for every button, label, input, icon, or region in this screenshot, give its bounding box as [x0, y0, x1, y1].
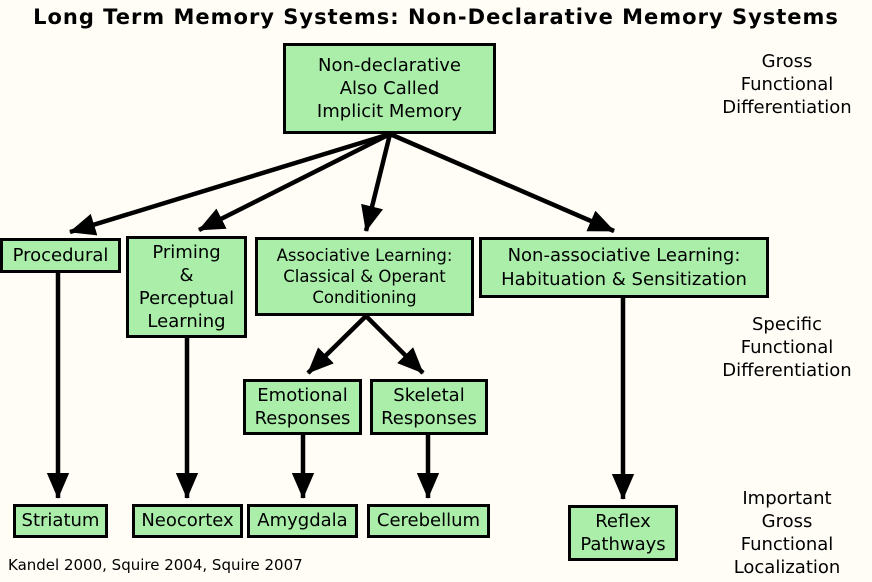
node-emotional-responses: Emotional Responses: [243, 379, 362, 435]
edge-associative-emotional: [306, 314, 368, 375]
node-procedural: Procedural: [0, 238, 121, 273]
slide-title: Long Term Memory Systems: Non-Declarativ…: [33, 5, 839, 29]
label-specific-functional-differentiation: Specific Functional Differentiation: [722, 314, 852, 381]
node-procedural-label: Procedural: [12, 244, 109, 266]
node-cerebellum: Cerebellum: [367, 504, 490, 538]
node-non-associative-learning: Non-associative Learning: Habituation & …: [479, 237, 769, 298]
node-priming-perceptual-learning: Priming & Perceptual Learning: [126, 236, 247, 338]
node-striatum: Striatum: [13, 504, 108, 538]
label-important-gross-functional-localization: Important Gross Functional Localization: [733, 488, 841, 578]
node-priming-label: Priming & Perceptual Learning: [138, 241, 235, 333]
edge-root-associative: [361, 133, 393, 232]
node-neocortex: Neocortex: [132, 504, 243, 538]
node-skeletal-label: Skeletal Responses: [381, 384, 477, 429]
node-non-declarative: Non-declarative Also Called Implicit Mem…: [283, 43, 496, 134]
label-gross-functional-differentiation: Gross Functional Differentiation: [722, 51, 852, 118]
node-reflex-label: Reflex Pathways: [580, 510, 666, 555]
node-cerebellum-label: Cerebellum: [376, 510, 481, 532]
node-nonassociative-label: Non-associative Learning: Habituation & …: [501, 245, 747, 290]
edge-associative-skeletal: [364, 314, 425, 375]
node-associative-label: Associative Learning: Classical & Operan…: [276, 245, 453, 308]
node-associative-learning: Associative Learning: Classical & Operan…: [255, 237, 474, 316]
node-non-declarative-label: Non-declarative Also Called Implicit Mem…: [316, 54, 463, 123]
edge-root-procedural: [69, 131, 391, 236]
node-neocortex-label: Neocortex: [141, 510, 234, 532]
node-skeletal-responses: Skeletal Responses: [370, 379, 488, 435]
edge-root-priming: [197, 131, 392, 233]
node-amygdala-label: Amygdala: [257, 510, 348, 532]
node-reflex-pathways: Reflex Pathways: [568, 505, 678, 561]
node-striatum-label: Striatum: [21, 510, 100, 532]
node-amygdala: Amygdala: [247, 504, 358, 538]
citation-text: Kandel 2000, Squire 2004, Squire 2007: [8, 556, 303, 574]
node-emotional-label: Emotional Responses: [254, 384, 351, 429]
edge-root-nonassociative: [389, 131, 615, 234]
